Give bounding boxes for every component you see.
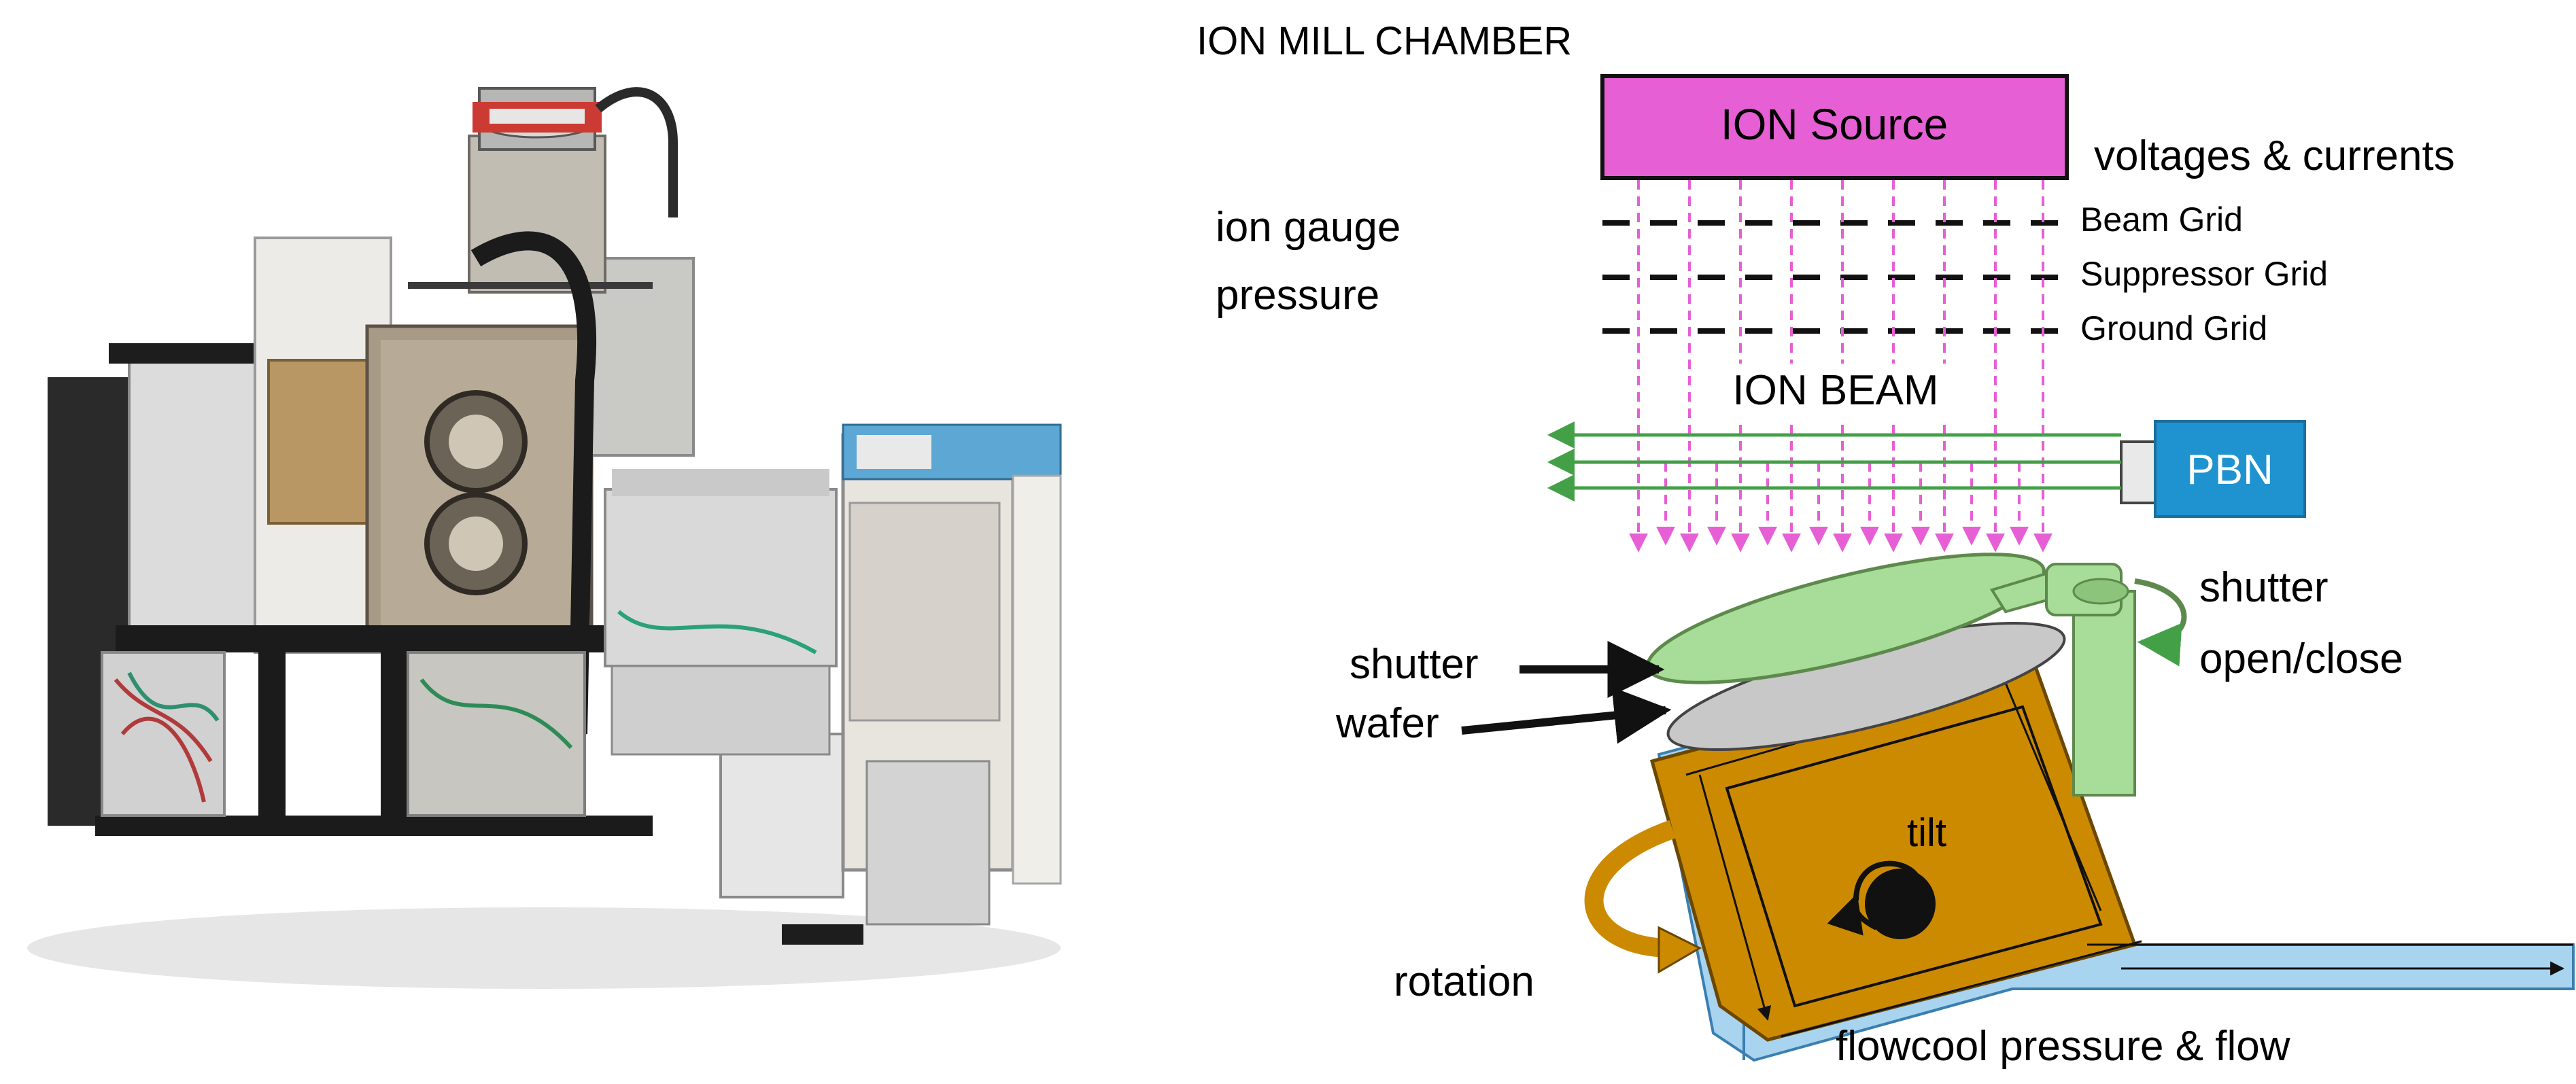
ion-mill-diagram: ION MILL CHAMBER ION Source voltages & c…	[1197, 19, 2575, 1070]
flowcool-label: flowcool pressure & flow	[1836, 1023, 2290, 1070]
suppressor-grid-label: Suppressor Grid	[2080, 255, 2328, 293]
pbn-neutralizer: PBN	[2120, 420, 2306, 518]
rotation-arrow	[1584, 820, 1680, 958]
shutter-action-label: shutter	[2199, 564, 2329, 611]
wafer-chuck	[1649, 657, 2573, 1042]
wafer-pointer-arrow	[1461, 686, 1672, 744]
ground-grid-label: Ground Grid	[2080, 309, 2267, 347]
shutter-open-close-arrow	[2134, 578, 2187, 667]
open-close-label: open/close	[2199, 635, 2403, 682]
pressure-label: pressure	[1216, 272, 1379, 319]
ion-gauge-label: ion gauge	[1216, 204, 1401, 251]
shutter-assembly	[1646, 553, 2136, 797]
ion-source-box: ION Source	[1600, 74, 2069, 180]
tilt-indicator	[1827, 860, 1936, 939]
pbn-label: PBN	[2186, 447, 2273, 493]
ion-source-label: ION Source	[1721, 100, 1948, 149]
ion-beam-label: ION BEAM	[1732, 367, 1938, 414]
pbn-electron-beam	[1547, 421, 2121, 502]
grid-lines	[1602, 220, 2060, 334]
voltages-label: voltages & currents	[2094, 133, 2455, 179]
rotation-label: rotation	[1394, 958, 1534, 1005]
shutter-label: shutter	[1350, 641, 1479, 688]
wafer-label: wafer	[1335, 700, 1439, 747]
chamber-title: ION MILL CHAMBER	[1197, 19, 1572, 63]
tilt-label: tilt	[1907, 811, 1946, 855]
equipment-photo	[27, 87, 1062, 989]
beam-grid-label: Beam Grid	[2080, 200, 2243, 239]
